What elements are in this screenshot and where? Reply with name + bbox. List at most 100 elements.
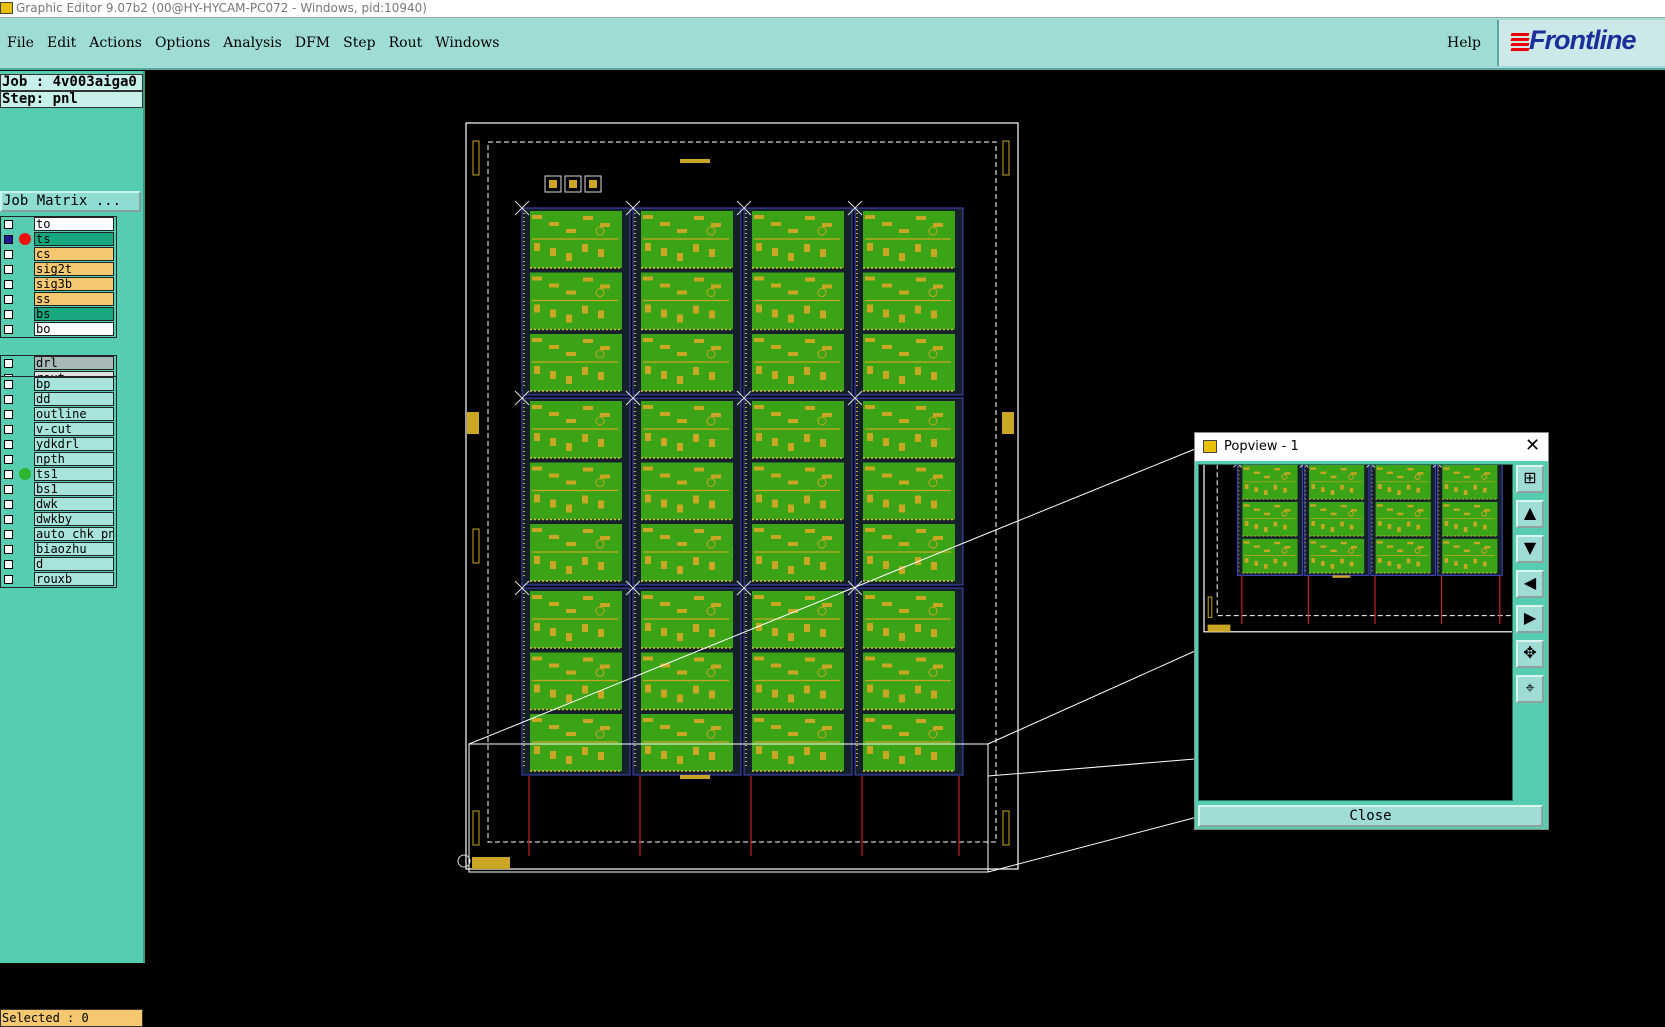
layer-name[interactable]: v-cut: [34, 422, 114, 436]
layer-checkbox[interactable]: [4, 545, 13, 554]
menu-actions[interactable]: Actions: [89, 35, 142, 51]
close-icon[interactable]: ✕: [1525, 435, 1541, 456]
popview-close-button[interactable]: Close: [1198, 805, 1543, 827]
layer-checkbox[interactable]: [4, 530, 13, 539]
popview-canvas[interactable]: [1198, 464, 1513, 801]
layer-row-bp[interactable]: bp: [1, 377, 116, 392]
layer-checkbox[interactable]: [4, 425, 13, 434]
layer-checkbox[interactable]: [4, 265, 13, 274]
layer-checkbox[interactable]: [4, 250, 13, 259]
copper-pad: [1274, 504, 1281, 508]
layer-row-cs[interactable]: cs: [1, 247, 116, 262]
layer-checkbox[interactable]: [4, 325, 13, 334]
layer-row-bs[interactable]: bs: [1, 307, 116, 322]
menu-windows[interactable]: Windows: [435, 35, 500, 51]
menu-options[interactable]: Options: [154, 35, 211, 51]
layer-checkbox[interactable]: [4, 395, 13, 404]
layer-name[interactable]: auto_chk_pnl: [34, 527, 114, 541]
menu-dfm[interactable]: DFM: [294, 35, 331, 51]
pan-right-icon[interactable]: ▶: [1516, 605, 1544, 633]
menu-file[interactable]: File: [7, 35, 34, 51]
menu-help[interactable]: Help: [1447, 35, 1481, 51]
fiducial-cross: [736, 580, 752, 596]
layer-row-drl[interactable]: drl: [1, 356, 116, 371]
layer-row-sig2t[interactable]: sig2t: [1, 262, 116, 277]
layer-row-auto_chk_pnl[interactable]: auto_chk_pnl: [1, 527, 116, 542]
layer-name[interactable]: biaozhu: [34, 542, 114, 556]
layer-name[interactable]: rouxb: [34, 572, 114, 586]
layer-name[interactable]: dd: [34, 392, 114, 406]
layer-row-v-cut[interactable]: v-cut: [1, 422, 116, 437]
layer-checkbox[interactable]: [4, 310, 13, 319]
layer-checkbox[interactable]: [4, 280, 13, 289]
layer-row-rouxb[interactable]: rouxb: [1, 572, 116, 587]
layer-name[interactable]: sig3b: [34, 277, 114, 291]
layer-name[interactable]: drl: [34, 356, 114, 370]
layer-row-ss[interactable]: ss: [1, 292, 116, 307]
layer-name[interactable]: cs: [34, 247, 114, 261]
layer-name[interactable]: bo: [34, 322, 114, 336]
layer-checkbox[interactable]: [4, 220, 13, 229]
zoom-out-icon[interactable]: ✥: [1516, 640, 1544, 668]
layer-name[interactable]: bs: [34, 307, 114, 321]
layer-name[interactable]: sig2t: [34, 262, 114, 276]
layer-name[interactable]: ydkdrl: [34, 437, 114, 451]
copper-pad: [677, 732, 687, 736]
pan-up-icon[interactable]: ▲: [1516, 500, 1544, 528]
layer-checkbox[interactable]: [4, 235, 13, 244]
layer-checkbox[interactable]: [4, 485, 13, 494]
layer-row-npth[interactable]: npth: [1, 452, 116, 467]
layer-name[interactable]: npth: [34, 452, 114, 466]
copper-pad: [643, 405, 653, 409]
menu-rout[interactable]: Rout: [388, 35, 423, 51]
layer-row-bo[interactable]: bo: [1, 322, 116, 337]
layer-checkbox[interactable]: [4, 359, 13, 368]
menu-step[interactable]: Step: [343, 35, 376, 51]
copper-pad: [1387, 561, 1392, 566]
layer-row-ts1[interactable]: ts1: [1, 467, 116, 482]
copper-pad: [772, 248, 778, 256]
layer-checkbox[interactable]: [4, 575, 13, 584]
pan-left-icon[interactable]: ◀: [1516, 570, 1544, 598]
copper-pad: [1264, 475, 1270, 479]
layer-checkbox[interactable]: [4, 560, 13, 569]
layer-name[interactable]: dwkby: [34, 512, 114, 526]
layer-name[interactable]: ts: [34, 232, 114, 246]
layer-name[interactable]: outline: [34, 407, 114, 421]
layer-name[interactable]: ss: [34, 292, 114, 306]
layer-name[interactable]: bp: [34, 377, 114, 391]
layer-row-bs1[interactable]: bs1: [1, 482, 116, 497]
layer-row-sig3b[interactable]: sig3b: [1, 277, 116, 292]
zoom-fit-icon[interactable]: ⊞: [1516, 465, 1544, 493]
layer-row-biaozhu[interactable]: biaozhu: [1, 542, 116, 557]
layer-checkbox[interactable]: [4, 500, 13, 509]
copper-pad: [645, 433, 651, 441]
layer-name[interactable]: ts1: [34, 467, 114, 481]
job-matrix-button[interactable]: Job Matrix ...: [0, 191, 141, 212]
layer-checkbox[interactable]: [4, 295, 13, 304]
graphic-canvas[interactable]: [145, 71, 1665, 963]
layer-row-d[interactable]: d: [1, 557, 116, 572]
layer-row-dd[interactable]: dd: [1, 392, 116, 407]
menu-edit[interactable]: Edit: [46, 35, 77, 51]
zoom-home-icon[interactable]: ⌖: [1516, 675, 1544, 703]
layer-checkbox[interactable]: [4, 470, 13, 479]
layer-name[interactable]: to: [34, 217, 114, 231]
layer-name[interactable]: dwk: [34, 497, 114, 511]
layer-checkbox[interactable]: [4, 455, 13, 464]
layer-name[interactable]: d: [34, 557, 114, 571]
layer-name[interactable]: bs1: [34, 482, 114, 496]
layer-row-ts[interactable]: ts: [1, 232, 116, 247]
layer-checkbox[interactable]: [4, 440, 13, 449]
layer-row-to[interactable]: to: [1, 217, 116, 232]
menu-analysis[interactable]: Analysis: [223, 35, 282, 51]
layer-checkbox[interactable]: [4, 515, 13, 524]
popview-titlebar[interactable]: Popview - 1 ✕: [1195, 433, 1548, 461]
layer-row-dwk[interactable]: dwk: [1, 497, 116, 512]
layer-row-ydkdrl[interactable]: ydkdrl: [1, 437, 116, 452]
layer-row-outline[interactable]: outline: [1, 407, 116, 422]
layer-row-dwkby[interactable]: dwkby: [1, 512, 116, 527]
layer-checkbox[interactable]: [4, 410, 13, 419]
pan-down-icon[interactable]: ▼: [1516, 535, 1544, 563]
layer-checkbox[interactable]: [4, 380, 13, 389]
